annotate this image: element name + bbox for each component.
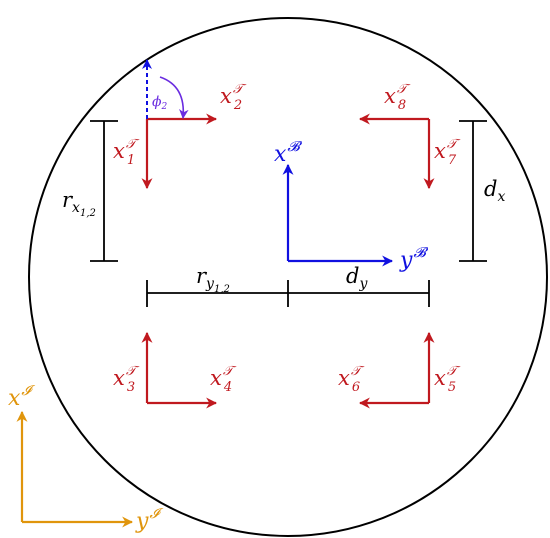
dimension-lines bbox=[90, 120, 487, 307]
thruster-pair-7-8 bbox=[358, 113, 435, 190]
phi-2-angle-arc bbox=[159, 76, 189, 119]
inertial-frame-axes bbox=[16, 410, 134, 528]
r-x-label: rx1,2 bbox=[62, 188, 96, 219]
body-y-label: y𝓑 bbox=[399, 245, 428, 273]
thruster-pair-1-2 bbox=[141, 59, 218, 190]
inertial-y-label: y𝓘 bbox=[135, 506, 163, 534]
phi-2-label: ϕ2 bbox=[152, 94, 168, 112]
d-x-label: dx bbox=[484, 177, 505, 205]
d-y-label: dy bbox=[346, 264, 368, 292]
inertial-x-label: x𝓘 bbox=[8, 383, 35, 411]
thruster-pair-5-6 bbox=[358, 331, 435, 409]
body-x-label: x𝓑 bbox=[274, 139, 302, 167]
thruster-pair-3-4 bbox=[141, 331, 218, 409]
body-frame-axes bbox=[282, 163, 394, 267]
spacecraft-boundary-circle bbox=[28, 17, 548, 537]
r-y-label: ry1,2 bbox=[196, 264, 230, 295]
